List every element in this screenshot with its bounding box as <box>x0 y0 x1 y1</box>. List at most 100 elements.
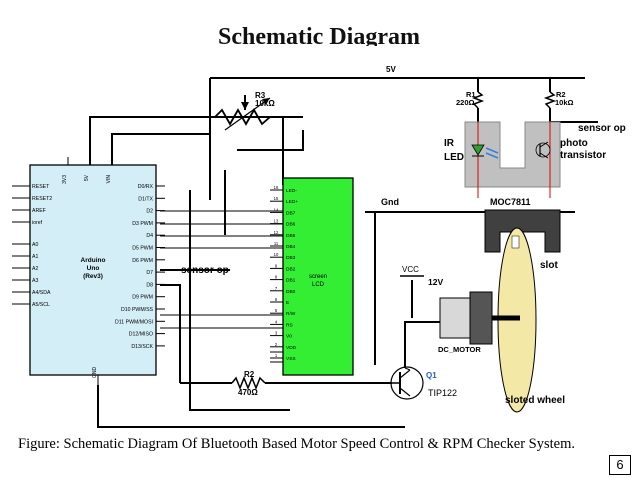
photo-label-2: transistor <box>560 150 606 161</box>
page-number: 6 <box>609 455 631 475</box>
arduino-pin-5v: 5V <box>84 174 90 181</box>
r1-value: 220Ω <box>456 98 475 107</box>
wire-lcd-gnd <box>189 190 290 411</box>
arduino-left-pin-label: A4/SDA <box>32 290 51 296</box>
arduino-right-pin-label: D6 PWM <box>132 258 153 264</box>
arduino-left-pin-label: RESET <box>32 184 50 190</box>
potentiometer-r3 <box>214 97 271 131</box>
lcd-pin-label: DB3 <box>286 255 296 261</box>
transistor-q1 <box>390 366 424 400</box>
ir-led-label-1: IR <box>444 138 455 149</box>
supply-gnd-label: Gnd <box>381 197 399 207</box>
r3-value: 10kΩ <box>255 99 275 108</box>
lcd-pin-label: DB0 <box>286 289 296 295</box>
arduino-pin-3v3: 3V3 <box>62 175 68 184</box>
lcd-pin-number: 2 <box>275 342 278 347</box>
q1-part: TIP122 <box>428 388 457 398</box>
lcd-pin-number: 4 <box>275 319 278 324</box>
lcd-pin-label: R/W <box>286 311 296 317</box>
lcd-name-2: LCD <box>312 282 325 288</box>
supply-5v-label: 5V <box>386 65 396 74</box>
arduino-left-pin-label: A1 <box>32 254 38 260</box>
lcd-pin-label: DB2 <box>286 266 296 272</box>
r2-name: R2 <box>556 90 566 99</box>
lcd-pin-number: 14 <box>274 207 279 212</box>
lcd-pin-number: 1 <box>275 353 278 358</box>
arduino-right-pin-label: D5 PWM <box>132 246 153 252</box>
lcd-pin-number: 8 <box>275 275 278 280</box>
photo-label-1: photo <box>560 138 588 149</box>
lcd-pin-number: 3 <box>275 331 278 336</box>
arduino-right-pin-label: D11 PWM/MOSI <box>115 319 153 325</box>
lcd-pin-label: VSS <box>286 356 296 362</box>
lcd-pin-number: 7 <box>275 286 278 291</box>
arduino-board <box>29 164 157 376</box>
figure-caption: Figure: Schematic Diagram Of Bluetooth B… <box>18 436 575 452</box>
wire-arduino-vin <box>111 133 210 165</box>
wire-pot-right <box>270 116 284 185</box>
wheel-slot <box>511 235 520 249</box>
arduino-top-pins: 3V3 5V VIN GND <box>62 157 113 385</box>
arduino-left-pin-label: RESET2 <box>32 196 52 202</box>
arduino-pin-vin: VIN <box>106 175 112 184</box>
lcd-pin-number: 9 <box>275 263 278 268</box>
sensor-op-mid-label: sensor op <box>181 265 229 276</box>
arduino-left-pin-label: A0 <box>32 242 38 248</box>
arduino-right-pin-label: D10 PWM/SS <box>121 307 154 313</box>
lcd-pin-label: DB4 <box>286 244 296 250</box>
r1-name: R1 <box>466 90 476 99</box>
lcd-body <box>282 177 354 376</box>
arduino-right-pin-label: D1/TX <box>138 196 153 202</box>
lcd-pin-label: LED- <box>286 188 297 194</box>
moc7811-label: MOC7811 <box>490 197 531 207</box>
arduino-left-pin-label: ioref <box>32 220 43 226</box>
lcd-pin-label: DB7 <box>286 210 296 216</box>
arduino-left-pin-label: A3 <box>32 278 38 284</box>
slide-title: Schematic Diagram <box>218 24 420 46</box>
wire-lcd-top-a <box>237 130 304 151</box>
sensor-op-right-label: sensor op <box>578 123 626 134</box>
arduino-right-pin-label: D4 <box>146 233 153 239</box>
arduino-right-pin-label: D7 <box>146 270 153 276</box>
arduino-pin-gnd: GND <box>92 367 98 379</box>
dc-motor <box>439 291 493 345</box>
lcd-pin-label: DB6 <box>286 222 296 228</box>
q1-label: Q1 <box>426 371 437 380</box>
slot-label: slot <box>540 260 558 271</box>
r3-name: R3 <box>255 91 266 100</box>
lcd-pin-number: 5 <box>275 308 278 313</box>
lcd-pin-label: VDD <box>286 345 297 351</box>
arduino-right-pin-label: D12/MISO <box>129 332 153 338</box>
r2-value: 10kΩ <box>555 98 574 107</box>
lcd-pin-number: 13 <box>274 219 279 224</box>
resistor-r2b <box>231 375 266 391</box>
wire-arduino-gnd <box>97 385 405 428</box>
v12-label: 12V <box>428 277 443 287</box>
lcd-pin-label: LED+ <box>286 199 298 205</box>
arduino-left-pin-label: A5/SCL <box>32 302 50 308</box>
motor-label: DC_MOTOR <box>438 345 481 354</box>
arduino-left-pin-label: A2 <box>32 266 38 272</box>
resistor-r2 <box>543 91 557 109</box>
arduino-name-3: (Rev3) <box>83 273 103 280</box>
r2b-name: R2 <box>244 370 255 379</box>
wire-arduino-5v <box>89 116 303 165</box>
moc7811-sensor <box>464 121 561 198</box>
lcd-pin-number: 12 <box>274 230 279 235</box>
lcd-pins: 16LED-15LED+14DB713DB612DB511DB410DB39DB… <box>270 185 298 362</box>
arduino-right-pin-label: D3 PWM <box>132 221 153 227</box>
arduino-right-pin-label: D9 PWM <box>132 295 153 301</box>
lcd-pin-label: DB5 <box>286 233 296 239</box>
lcd-name-1: screen <box>309 274 327 280</box>
wire-d8-to-r2 <box>160 284 181 383</box>
ir-led-label-2: LED <box>444 152 464 163</box>
lcd-pin-number: 15 <box>274 196 279 201</box>
vcc-label: VCC <box>402 265 419 274</box>
wheel-label: sloted wheel <box>505 395 565 406</box>
lcd-pin-number: 16 <box>274 185 279 190</box>
r2b-value: 470Ω <box>238 388 258 397</box>
arduino-right-pin-label: D0/RX <box>138 184 154 190</box>
